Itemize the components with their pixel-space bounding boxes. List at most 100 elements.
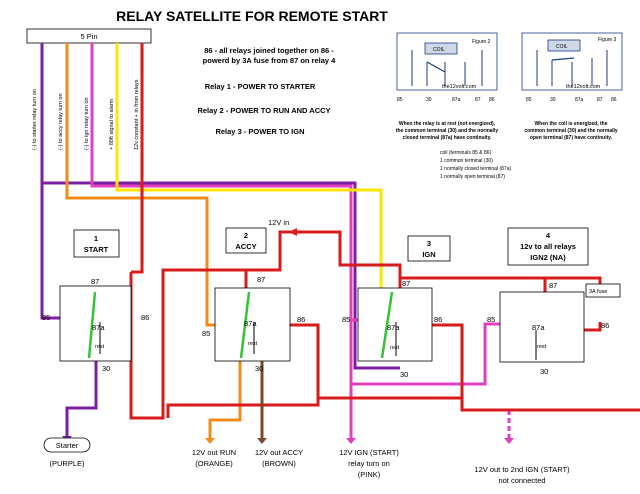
arrow-ign2 [504,438,514,444]
relay-4-87a: 87a [532,323,545,332]
note-line-2: powerd by 3A fuse from 87 on relay 4 [203,56,337,65]
relay-2-name: ACCY [235,242,256,251]
legend-line-3: 1 normally closed terminal (87a) [440,166,511,172]
starter-color: (PURPLE) [49,459,85,468]
legend-line-4: 1 normally open terminal (87) [440,174,505,180]
figure-3-caption-3: open terminal (87) have continuity. [530,135,613,141]
figure-3-pin-87a: 87a [575,97,584,103]
note-relay-1: Relay 1 - POWER TO STARTER [205,82,316,91]
note-line-1: 86 - all relays joined together on 86 - [204,46,334,55]
relay-1-label-box [73,229,120,258]
relay-1-86: 86 [141,313,149,322]
figure-2-caption-1: When the relay is at rest (not energized… [399,121,496,127]
figure-3-pin-30: 30 [550,97,556,103]
ign2-label: 12V out to 2nd IGN (START) [474,465,570,474]
arrow-run [205,438,215,444]
figure-3-pin-85: 85 [526,97,532,103]
red-wire-12v-in [246,230,402,288]
figure-2-pin-85: 85 [397,97,403,103]
purple-wire-relay1-85 [40,183,60,320]
diagram-title: RELAY SATELLITE FOR REMOTE START [116,8,388,24]
relay-3-30: 30 [400,370,408,379]
legend-line-1: coil (terminals 85 & 86) [440,150,491,156]
starter-terminal [43,437,91,453]
relay-3-86: 86 [434,315,442,324]
relay-3: 87 87a rest 85 86 30 [342,279,442,379]
relay-4-name2: IGN2 (NA) [530,253,566,262]
pink-wire-ign-trigger [90,43,358,322]
starter-label: Starter [56,441,79,450]
figure-3: COIL Figure 3 85 30 87a 87 86 the12volt.… [521,32,623,103]
figure-3-caption-1: When the coil is energized, the [534,121,607,127]
relay-4-name: 12v to all relays [520,242,576,251]
wire-label-accy: (-) to accy relay turn on [58,93,64,150]
red-wire-relay4-87 [398,265,547,292]
run-label: 12V out RUN [192,448,236,457]
relay-1-87: 87 [91,277,99,286]
wire-label-starter: (-) to starter relay turn on [32,89,38,150]
relay-1-name: START [84,245,109,254]
relay-3-number: 3 [427,239,431,248]
relay-2-label-box [225,227,267,254]
relay-3-rest: rest [390,345,400,351]
purple-wire-starter-out [65,360,98,438]
figure-2: COIL Figure 2 85 30 87a 87 86 the12volt.… [396,32,498,103]
relay-3-label-box [407,235,451,262]
wire-label-constant: 12v constant + in from relays [134,79,140,150]
fuse-3a [585,283,621,298]
figure-2-caption-2: the common terminal (30) and the normall… [396,128,498,134]
wire-label-alarm: + 80ft signal to alarm [109,98,115,150]
legend-line-2: 1 common terminal (30) [440,158,493,164]
figure-3-coil: COIL [556,44,568,50]
note-relay-2: Relay 2 - POWER TO RUN AND ACCY [197,106,330,115]
relay-2-86: 86 [297,315,305,324]
relay-2-rest: rest [248,341,258,347]
relay-1-87a: 87a [92,323,105,332]
relay-2-87: 87 [257,275,265,284]
purple-wire-starter-trigger [40,43,400,370]
red-wire-relay3-86 [432,323,640,412]
relay-3-name: IGN [422,250,435,259]
five-pin-label: 5 Pin [80,32,97,41]
figure-3-label: Figure 3 [598,37,617,43]
figure-2-pin-30: 30 [426,97,432,103]
note-relay-3: Relay 3 - POWER TO IGN [215,127,304,136]
figure-2-pin-86: 86 [489,97,495,103]
figure-3-caption-2: common terminal (30) and the normally [524,128,618,134]
relay-2-87a: 87a [244,319,257,328]
pink-wire-relay4-85 [349,320,500,386]
relay-4-85: 85 [487,315,495,324]
figure-3-watermark: the12volt.com [566,84,601,90]
relay-4-rest: rest [537,344,547,350]
accy-label: 12V out ACCY [255,448,303,457]
red-wire-constant-bus [131,43,144,274]
figure-2-label: Figure 2 [472,39,491,45]
relay-1: 87 87a rest 85 86 30 [42,277,149,373]
relay-4-30: 30 [540,367,548,376]
figure-3-pin-86: 86 [611,97,617,103]
figure-2-coil: COIL [433,47,445,53]
relay-1-30: 30 [102,364,110,373]
figure-3-pin-87: 87 [597,97,603,103]
arrow-ign [346,438,356,444]
run-color: (ORANGE) [195,459,233,468]
ign2-sub: not connected [498,476,545,485]
relay-4-87: 87 [549,281,557,290]
accy-color: (BROWN) [262,459,296,468]
figure-2-pin-87: 87 [475,97,481,103]
relay-2-number: 2 [244,231,248,240]
relay-4-label-box [507,227,589,266]
arrow-accy [257,438,267,444]
wire-label-ign: (-) to ign relay turn on [84,97,90,150]
ign-label: 12V IGN (START) [339,448,399,457]
red-wire-crossover [316,396,462,405]
relay-3-87: 87 [402,279,410,288]
figure-2-watermark: the12volt.com [442,84,477,90]
relay-2-30: 30 [255,364,263,373]
relay-2-85: 85 [202,329,210,338]
red-wire-fuse-feed [584,322,602,332]
relay-3-85: 85 [342,315,350,324]
label-12v-in: 12V in [268,218,289,227]
ign-color: (PINK) [358,470,381,479]
